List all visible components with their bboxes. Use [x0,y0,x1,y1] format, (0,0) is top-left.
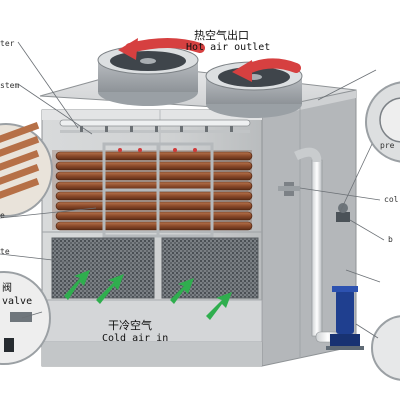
pump [326,286,364,350]
right-detail-circle-bottom [371,315,400,381]
callout-leader-lines [0,41,385,339]
left-callout-label-5-cn: 阀 [2,283,12,294]
left-callout-label-2: stem [0,81,20,90]
left-callout-label-5-en: valve [2,296,33,307]
right-callout-label-1: pre [380,141,395,150]
left-callout-label-4: te [0,247,10,256]
fan-stack-left [97,45,199,106]
left-detail-circle-bottom [0,271,51,365]
left-callout-label-1: ter [0,39,15,48]
right-callout-label-3: b [388,235,393,244]
cold-air-inlet-label-en: Cold air in [102,333,169,344]
heat-exchange-coil [52,142,253,238]
left-detail-circle-top [0,121,53,217]
air-inlet-louvers [41,237,263,366]
hot-air-outlet-label-en: Hot air outlet [186,42,271,53]
hot-air-arrow-right [232,58,301,82]
cold-air-inlet-label-cn: 干冷空气 [108,319,152,332]
left-callout-label-3: e [0,211,5,220]
hot-air-arrow-left [118,38,205,60]
spray-header [59,119,251,133]
cold-air-arrows [64,270,232,320]
right-callout-label-2: col [384,195,399,204]
hot-air-outlet-label-cn: 热空气出口 [194,29,249,42]
water-pipe [278,147,350,343]
right-detail-circle-top [365,81,400,163]
